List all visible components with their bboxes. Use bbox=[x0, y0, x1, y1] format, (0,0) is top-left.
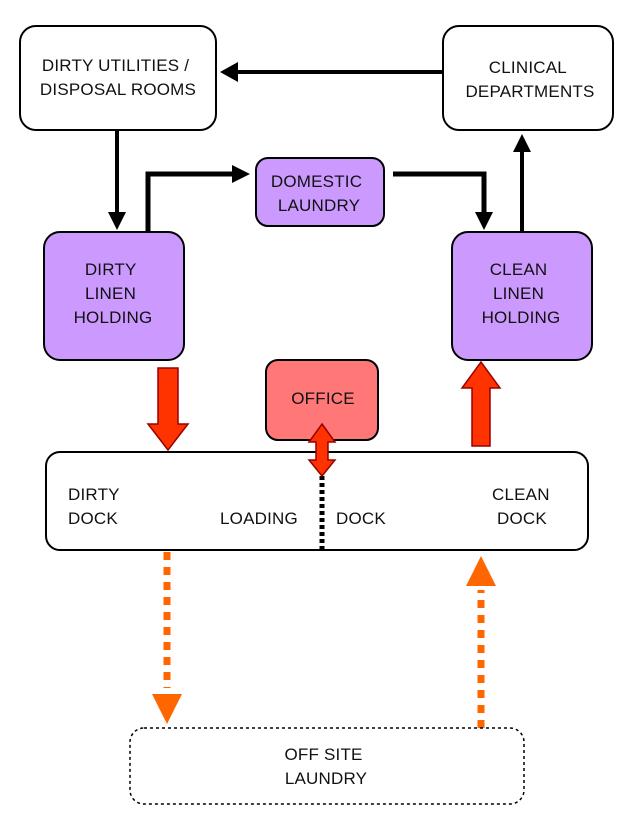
dirty-linen-holding-box: DIRTY LINEN HOLDING bbox=[43, 231, 185, 361]
dock-label: DOCK bbox=[336, 509, 386, 528]
dirty-dock-line-2: DOCK bbox=[68, 509, 118, 528]
arrow-dirty-linen-to-domestic-laundry bbox=[145, 165, 250, 232]
dirty-utilities-box: DIRTY UTILITIES / DISPOSAL ROOMS bbox=[19, 25, 217, 131]
domestic-laundry-line-2: LAUNDRY bbox=[278, 196, 360, 215]
svg-text:DIRTY UTILITIES / DISPOS: DIRTY UTILITIES / DISPOSAL ROOMS bbox=[40, 56, 196, 99]
clinical-departments-line-1: CLINICAL bbox=[489, 58, 567, 77]
orange-dotted-arrow-offsite-to-dock bbox=[466, 556, 496, 728]
clean-linen-holding-box: CLEAN LINEN HOLDING bbox=[451, 231, 593, 361]
svg-text:CLEAN DOCK: CLEAN DOCK bbox=[492, 485, 555, 528]
orange-dotted-arrow-dock-to-offsite bbox=[152, 552, 182, 724]
domestic-laundry-box: DOMESTIC LAUNDRY bbox=[255, 157, 385, 227]
svg-text:DIRTY DOCK: DIRTY DOCK bbox=[68, 485, 124, 528]
svg-text:OFF SITE LAUNDRY: OFF SITE LAUNDRY bbox=[284, 745, 367, 788]
clean-dock-line-2: DOCK bbox=[497, 509, 547, 528]
dirty-linen-line-2: LINEN bbox=[85, 284, 136, 303]
arrow-clinical-to-dirty-utilities bbox=[220, 62, 443, 82]
off-site-line-2: LAUNDRY bbox=[285, 769, 367, 788]
arrow-dirty-utilities-to-dirty-linen bbox=[108, 130, 126, 230]
svg-text:CLINICAL DEPARTMENTS: CLINICAL DEPARTMENTS bbox=[465, 58, 594, 101]
red-arrow-office-dock-double bbox=[307, 422, 337, 478]
red-arrow-dock-to-clean-linen bbox=[460, 360, 502, 447]
clean-linen-line-1: CLEAN bbox=[490, 260, 548, 279]
svg-text:CLEAN LINEN HOLDIN: CLEAN LINEN HOLDING bbox=[482, 260, 561, 327]
off-site-laundry-box: OFF SITE LAUNDRY bbox=[129, 727, 525, 805]
svg-text:DIRTY LINEN HOLDIN: DIRTY LINEN HOLDING bbox=[74, 260, 153, 327]
dirty-utilities-line-1: DIRTY UTILITIES / bbox=[42, 56, 189, 75]
dirty-dock-line-1: DIRTY bbox=[68, 485, 119, 504]
dirty-linen-line-1: DIRTY bbox=[85, 260, 136, 279]
svg-text:DOMESTIC LAUNDRY: DOMESTIC LAUNDRY bbox=[271, 172, 367, 215]
arrow-clean-linen-to-clinical bbox=[513, 134, 531, 232]
clean-linen-line-2: LINEN bbox=[493, 284, 544, 303]
loading-label: LOADING bbox=[220, 509, 298, 528]
dirty-linen-line-3: HOLDING bbox=[74, 308, 153, 327]
dirty-utilities-line-2: DISPOSAL ROOMS bbox=[40, 80, 196, 99]
red-arrow-dirty-linen-to-dock bbox=[146, 367, 190, 452]
clean-linen-line-3: HOLDING bbox=[482, 308, 561, 327]
clinical-departments-line-2: DEPARTMENTS bbox=[465, 82, 594, 101]
clean-dock-line-1: CLEAN bbox=[492, 485, 550, 504]
off-site-line-1: OFF SITE bbox=[284, 745, 362, 764]
domestic-laundry-line-1: DOMESTIC bbox=[271, 172, 362, 191]
arrow-domestic-laundry-to-clean-linen bbox=[393, 171, 493, 230]
clinical-departments-box: CLINICAL DEPARTMENTS bbox=[442, 25, 614, 131]
office-label: OFFICE bbox=[291, 389, 355, 408]
